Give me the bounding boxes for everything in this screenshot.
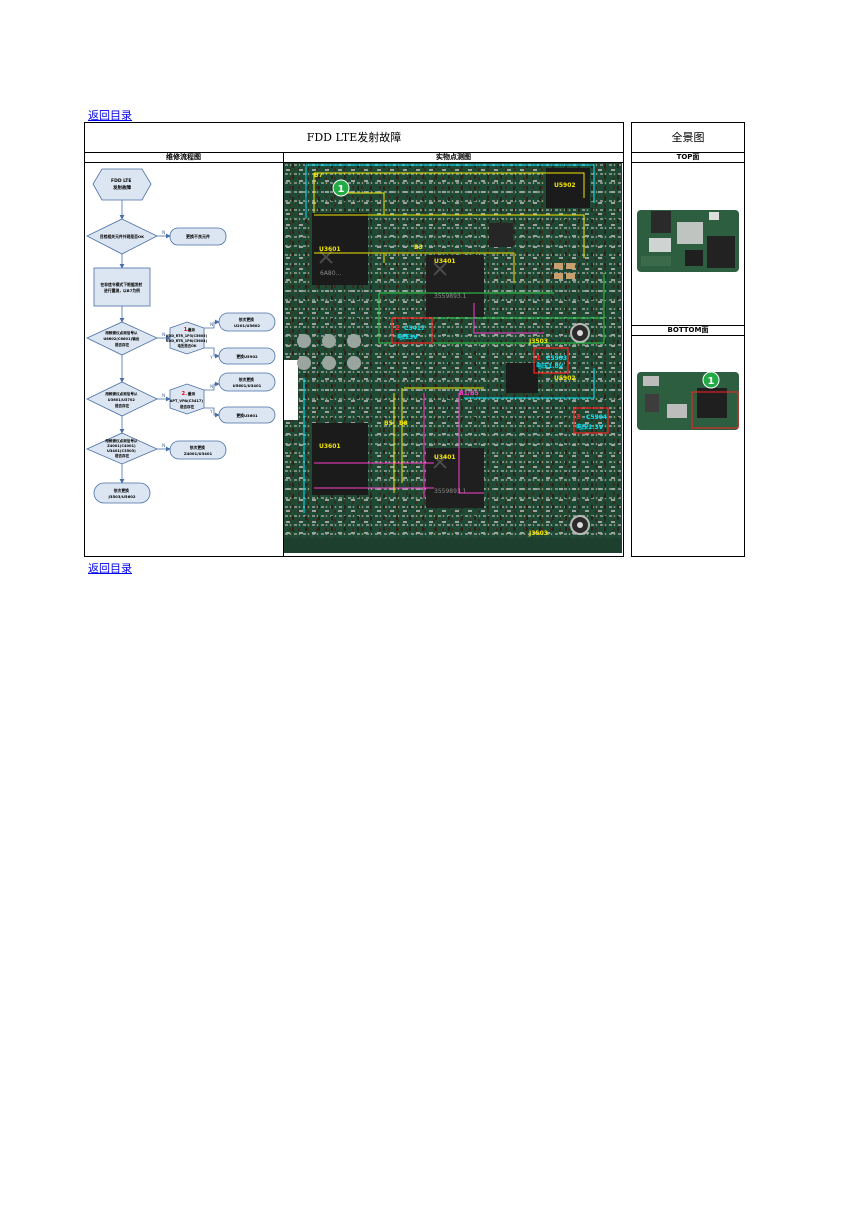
svg-text:3559893.1: 3559893.1 [434, 488, 467, 495]
marker-circle-1 [332, 179, 350, 197]
svg-text:N: N [162, 332, 165, 338]
svg-text:电压3V: 电压3V [397, 333, 418, 341]
svg-text:Y: Y [209, 409, 213, 415]
svg-text:FDD LTE 发射故障: FDD LTE 发射故障 [111, 178, 133, 191]
flowchart-header: 维修流程图 [166, 153, 201, 161]
overview-table [631, 122, 745, 557]
bottom-marker-circle-1 [702, 371, 720, 389]
flow-check1-no-box [218, 347, 276, 365]
svg-text:1: 1 [708, 376, 715, 387]
svg-text:B7: B7 [314, 172, 323, 179]
flow-step1-no-box [169, 227, 227, 246]
highlight-c5904 [573, 407, 609, 434]
svg-text:电压1.3V: 电压1.3V [576, 423, 604, 431]
main-table-title: FDD LTE发射故障 [306, 131, 402, 144]
svg-text:N: N [210, 322, 213, 328]
svg-text:J3503: J3503 [528, 530, 548, 537]
svg-text:目检相关元件外观是否OK: 目检相关元件外观是否OK [100, 234, 145, 239]
svg-text:1: 1 [338, 184, 345, 195]
flow-step3-decision [86, 321, 158, 356]
svg-text:B8: B8 [399, 420, 408, 427]
svg-text:3: 3 [576, 413, 581, 421]
svg-text:Y: Y [209, 355, 213, 361]
highlight-c5903 [533, 347, 569, 374]
svg-text:在非信令模式下根据发射 进行量测，以B7为例: 在非信令模式下根据发射 进行量测，以B7为例 [99, 282, 143, 293]
flow-check2-yes-box [218, 372, 276, 392]
svg-text:电压1.8V: 电压1.8V [536, 362, 564, 370]
top-side-label: TOP面 [676, 153, 700, 161]
flow-step1-decision [86, 218, 158, 255]
repair-flowchart: N N N N N Y N Y FDD LTE 发射故障 目检相关元件外观是否O… [86, 168, 276, 504]
flow-check1-yes-box [218, 312, 276, 332]
svg-text:更换不良元件: 更换不良元件 [186, 233, 210, 239]
flow-start [92, 168, 152, 201]
svg-text:U3601: U3601 [319, 246, 341, 253]
pcb-measurement-photo: 3559893.1 3559893.1 6A80... [284, 163, 622, 553]
flow-step2-box [93, 267, 151, 307]
flow-step5-decision [86, 432, 158, 465]
chip-u5902 [546, 168, 590, 208]
svg-text:更换U3601: 更换U3601 [236, 413, 258, 418]
top-overview-photo [637, 206, 739, 276]
svg-text:3559893.1: 3559893.1 [434, 293, 467, 300]
overview-title: 全景图 [671, 131, 705, 144]
flow-check1-decision [169, 321, 205, 355]
svg-text:J3503: J3503 [528, 338, 548, 345]
svg-text:N: N [162, 393, 165, 399]
flow-end [93, 482, 151, 504]
svg-text:B5: B5 [384, 420, 393, 427]
back-to-toc-link-top[interactable]: 返回目录 [88, 109, 132, 122]
svg-text:1. 量测 VDD_RTR_1P3(C560: 1. 量测 VDD_RTR_1P3(C5605) VDD_RTR_1P8(C56… [166, 327, 208, 348]
svg-text:2: 2 [395, 324, 400, 332]
svg-text:U3401: U3401 [434, 258, 456, 265]
svg-text:N: N [162, 443, 165, 449]
svg-text:用频谱仪点测信号从 Z4001(C4001): 用频谱仪点测信号从 Z4001(C4001) U3401(C3503) 是否存在 [104, 438, 139, 458]
chip-u3601-top [312, 213, 368, 285]
back-to-toc-link-bottom[interactable]: 返回目录 [88, 562, 132, 575]
flow-step5-no-box [169, 440, 227, 460]
svg-text:B1/B5: B1/B5 [459, 390, 479, 397]
svg-text:C5904: C5904 [586, 414, 607, 421]
svg-text:依次更换 U201/U5602: 依次更换 U201/U5602 [234, 317, 260, 328]
svg-text:2. 量测 APT_VPA(C3417): 2. 量测 APT_VPA(C3417) 是否存在 [170, 391, 205, 409]
photo-header: 实物点测图 [436, 153, 471, 161]
flow-check2-decision [169, 383, 205, 415]
svg-text:N: N [210, 384, 213, 390]
svg-text:N: N [162, 230, 165, 236]
svg-text:B3: B3 [414, 244, 423, 251]
svg-text:U3601: U3601 [319, 443, 341, 450]
svg-text:U5902: U5902 [554, 182, 576, 189]
svg-text:U3401: U3401 [434, 454, 456, 461]
svg-text:用频谱仪点测信号从 U6602(C6601)输出: 用频谱仪点测信号从 U6602(C6601)输出 是否存在 [103, 330, 140, 347]
svg-text:6A80...: 6A80... [320, 270, 341, 277]
svg-text:C5903: C5903 [546, 355, 567, 362]
svg-text:用频谱仪点测信号从 U3601/U3702: 用频谱仪点测信号从 U3601/U3702 是否存在 [104, 391, 139, 408]
highlight-c3417 [391, 317, 433, 344]
main-table [84, 122, 624, 557]
svg-text:更换U5902: 更换U5902 [236, 354, 258, 359]
bottom-side-label: BOTTOM面 [667, 326, 709, 334]
chip-u3601-bottom [312, 423, 368, 495]
flow-check2-no-box [218, 406, 276, 424]
svg-text:1: 1 [536, 354, 541, 362]
svg-text:依次更换 U5601/U3401: 依次更换 U5601/U3401 [233, 377, 262, 388]
flow-step4-decision [86, 381, 158, 417]
svg-text:C3417: C3417 [404, 325, 425, 332]
svg-text:依次更换 J3503/U5602: 依次更换 J3503/U5602 [107, 488, 135, 499]
bottom-overview-photo: 1 [637, 368, 739, 432]
svg-text:依次更换 Z4001/U3401: 依次更换 Z4001/U3401 [184, 445, 213, 456]
svg-text:U5902: U5902 [554, 375, 576, 382]
